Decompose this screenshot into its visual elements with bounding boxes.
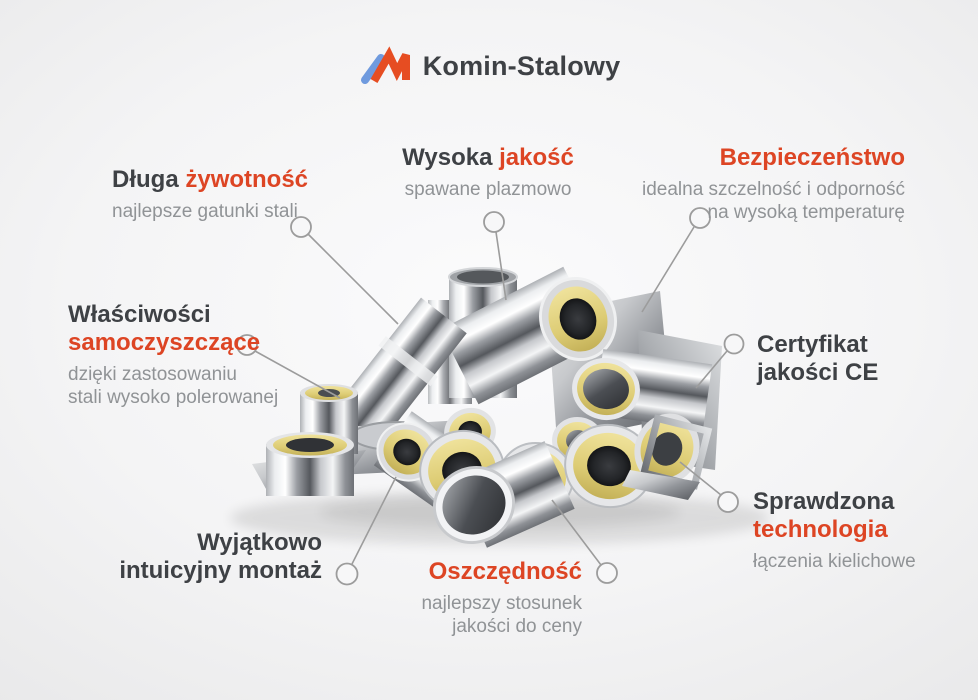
feature-oszczednosc: Oszczędność najlepszy stosunek jakości d… [421,558,582,638]
feature-subtitle: idealna szczelność i odporność [642,179,905,200]
insulation-ring [634,413,700,485]
feature-title: technologia [753,516,888,543]
feature-title: Właściwości [68,301,211,328]
feature-wysoka-jakosc: Wysoka jakość spawane plazmowo [377,144,599,201]
feature-title: intuicyjny montaż [119,557,322,584]
feature-title: samoczyszczące [68,329,261,356]
support-plate [622,470,700,500]
connector-sprawdzona [679,461,739,513]
feature-title: Sprawdzona [753,488,895,515]
steel-cap [266,432,354,496]
feature-title: Wysoka jakość [402,144,574,171]
connector-dluga [290,216,399,325]
feature-bezpieczenstwo: Bezpieczeństwo idealna szczelność i odpo… [642,144,905,224]
roof-chimney-icon [360,46,410,84]
feature-subtitle: łączenia kielichowe [753,551,916,572]
feature-title: Oszczędność [428,558,582,585]
feature-sprawdzona-technologia: Sprawdzona technologia łączenia kielicho… [753,488,916,573]
feature-subtitle: dzięki zastosowaniu [68,364,237,385]
feature-subtitle: stali wysoko polerowanej [68,387,279,408]
callout-connectors [236,207,745,586]
feature-subtitle: najlepszy stosunek [421,593,582,614]
feature-title: Certyfikat [757,331,868,358]
connector-bezpieczenstwo [641,207,711,313]
feature-wlasciwosci-samoczyszczace: Właściwości samoczyszczące dzięki zastos… [68,301,278,409]
feature-intuicyjny-montaz: Wyjątkowo intuicyjny montaż [119,529,322,585]
steel-elbow [334,297,467,444]
connector-wysoka [483,211,507,301]
connector-wlasciwosci [236,334,341,399]
feature-subtitle: najlepsze gatunki stali [112,201,298,222]
connector-certyfikat [695,333,745,389]
feature-dluga-zywotnosc: Długa żywotność najlepsze gatunki stali [112,166,308,223]
feature-subtitle: spawane plazmowo [404,179,572,200]
feature-title: Bezpieczeństwo [719,144,905,171]
connector-wyjatkowo [335,476,397,586]
brand-name: Komin-Stalowy [422,50,621,81]
feature-title: jakości CE [757,359,879,386]
feature-title: Długa żywotność [112,166,309,193]
brand-logo: Komin-Stalowy [0,46,978,86]
feature-title: Wyjątkowo [197,529,322,556]
insulation-ring [564,423,654,509]
connector-oszczednosc [551,499,618,584]
insulation-ring [572,357,640,421]
open-pipe-mouth [432,465,516,545]
feature-certyfikat-ce: Certyfikat jakości CE [757,331,878,387]
feature-subtitle: na wysoką temperaturę [707,202,906,223]
product-cluster [252,266,722,548]
insulation-ring [539,276,617,362]
feature-subtitle: jakości do ceny [452,616,582,637]
